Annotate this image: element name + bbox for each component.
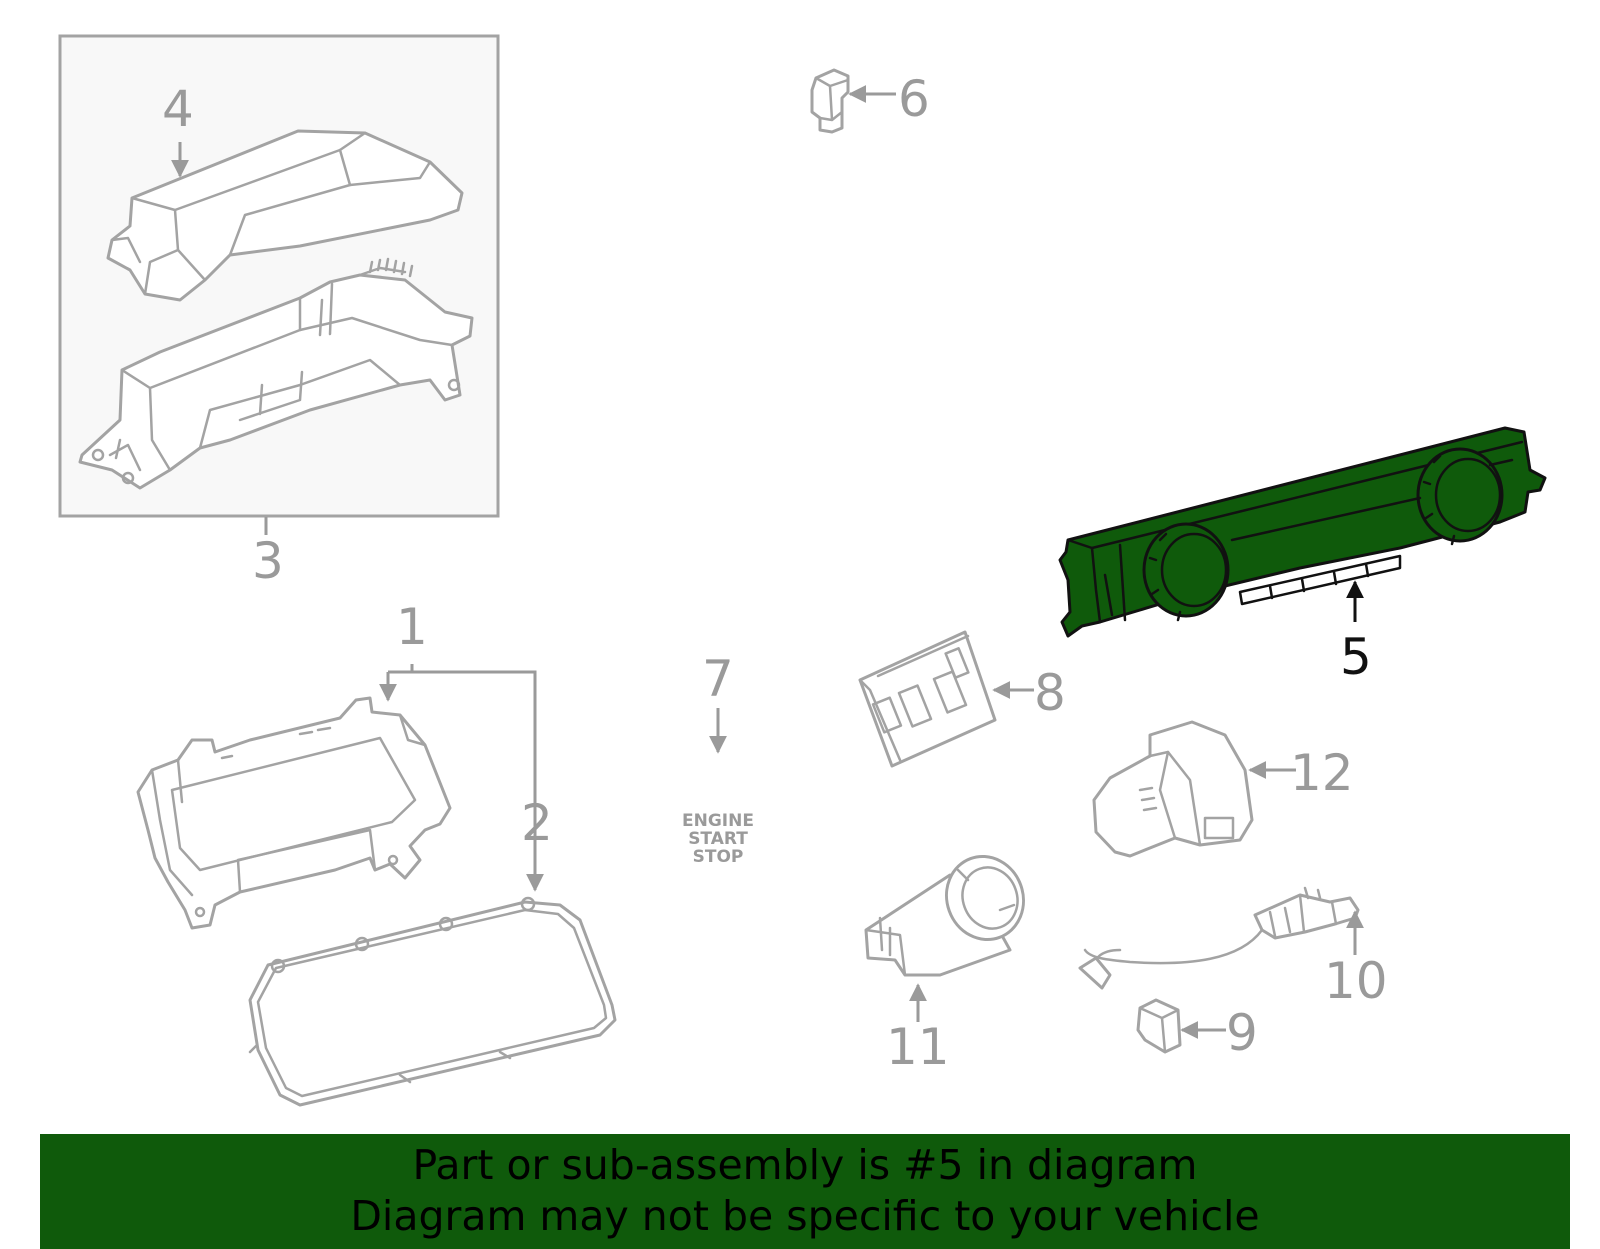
callout-11: 11	[886, 1018, 950, 1076]
part-3-fuse-box-assembly[interactable]	[58, 34, 500, 518]
callout-10: 10	[1324, 952, 1388, 1010]
callout-1: 1	[396, 598, 428, 656]
info-banner: Part or sub-assembly is #5 in diagram Di…	[40, 1134, 1570, 1249]
callout-12: 12	[1290, 744, 1354, 802]
banner-line-1: Part or sub-assembly is #5 in diagram	[412, 1141, 1198, 1189]
stop-label: STOP	[693, 847, 744, 867]
part-12-cover[interactable]	[1092, 720, 1254, 858]
part-5-climate-control-panel[interactable]	[1058, 426, 1547, 638]
callout-7: 7	[702, 650, 734, 708]
callout-2: 2	[521, 794, 553, 852]
engine-label: ENGINE	[682, 811, 754, 831]
part-8-switch[interactable]	[858, 630, 997, 768]
part-10-sensor[interactable]	[1078, 886, 1360, 990]
part-11-socket[interactable]	[864, 846, 1035, 977]
callout-3: 3	[252, 532, 284, 590]
callout-9: 9	[1226, 1004, 1258, 1062]
callout-8: 8	[1034, 664, 1066, 722]
part-7-engine-start-button[interactable]: ENGINE START STOP	[682, 811, 754, 867]
part-9-clip[interactable]	[1136, 998, 1182, 1054]
callout-4: 4	[162, 80, 194, 138]
callout-5: 5	[1340, 628, 1372, 686]
part-2-cluster-lens[interactable]	[248, 896, 617, 1107]
part-6-clip[interactable]	[810, 68, 850, 134]
part-4-fuse-box-cover[interactable]	[106, 129, 464, 302]
part-1-instrument-cluster[interactable]	[136, 696, 452, 930]
banner-line-2: Diagram may not be specific to your vehi…	[350, 1192, 1260, 1240]
callout-6: 6	[898, 70, 930, 128]
start-label: START	[688, 829, 748, 849]
